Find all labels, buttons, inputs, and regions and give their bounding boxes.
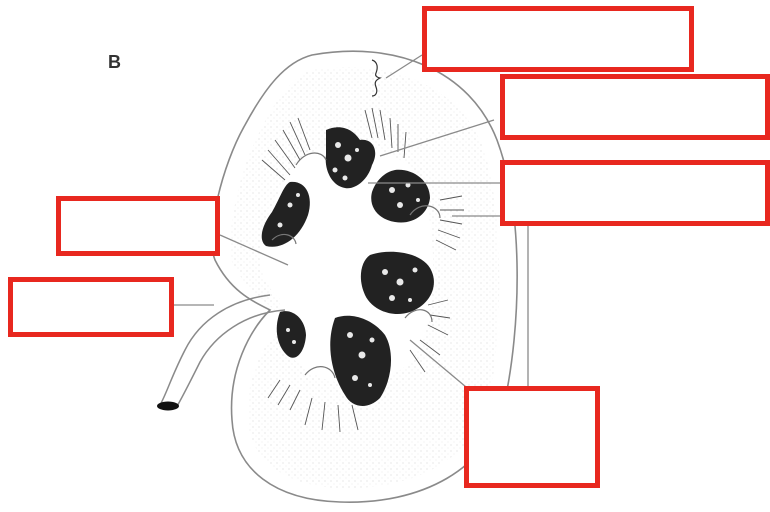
ureter-opening xyxy=(157,402,179,411)
label-box-right-middle[interactable] xyxy=(500,160,770,226)
label-box-top[interactable] xyxy=(422,6,694,72)
label-box-left-upper[interactable] xyxy=(56,196,220,256)
label-box-bottom-right[interactable] xyxy=(464,386,600,488)
label-box-right-upper[interactable] xyxy=(500,74,770,140)
label-box-left-lower[interactable] xyxy=(8,277,174,337)
panel-letter: B xyxy=(108,52,121,73)
